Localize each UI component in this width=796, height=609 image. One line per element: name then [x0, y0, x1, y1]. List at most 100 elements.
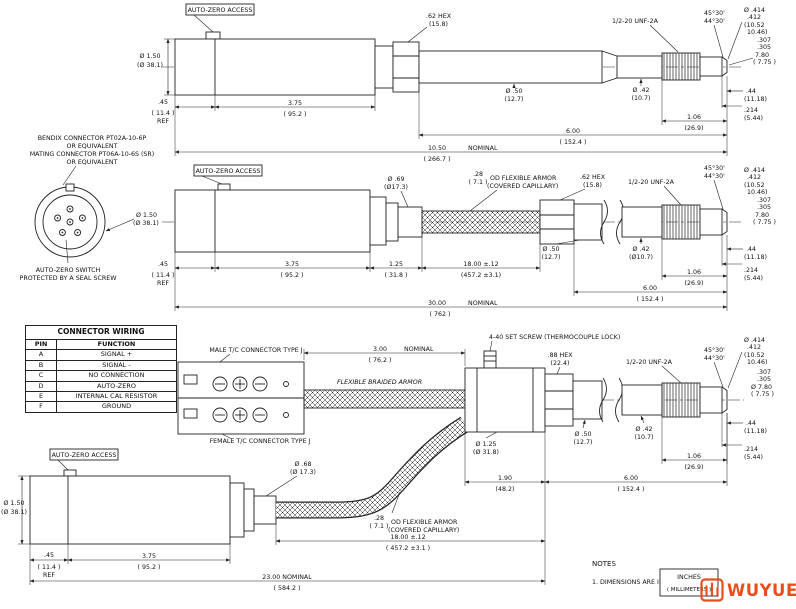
connector-note-4: OR EQUIVALENT — [67, 159, 118, 166]
tc-blade — [183, 374, 198, 385]
v3-thread-spec: 1/2-20 UNF-2A — [626, 359, 673, 366]
v2-nominal: NOMINAL — [468, 300, 498, 307]
pin-cell: B — [25, 359, 57, 372]
view1-rigid-transducer: AUTO-ZERO ACCESS Ø 1.50 (Ø 38.1) .62 HEX… — [137, 3, 776, 163]
v1-len44-mm: (11.18) — [744, 96, 767, 103]
logo-icon — [700, 578, 724, 602]
v3-len106-mm: (26.9) — [685, 464, 704, 471]
v4-ref45-in: .45 — [44, 552, 54, 559]
function-cell: GROUND — [56, 401, 177, 413]
v2-armor-od-in: .28 — [473, 171, 483, 178]
v4-cap-dia-mm: (Ø 17.3) — [290, 468, 316, 476]
v1-tip-dia-mm2: 10.46) — [747, 29, 767, 36]
v1-len106-in: 1.06 — [687, 114, 701, 121]
v1-len44-in: .44 — [746, 88, 756, 95]
v1-auto-zero-label: AUTO-ZERO ACCESS — [188, 7, 253, 14]
table-row: D AUTO-ZERO — [25, 380, 177, 392]
v1-dia42-in: Ø .42 — [633, 86, 650, 94]
v3-hex88-in: .88 HEX — [547, 352, 573, 359]
table-row: A SIGNAL + — [25, 349, 177, 361]
v2-dia50-mm: (12.7) — [542, 254, 561, 261]
function-cell: INTERNAL CAL RESISTOR — [56, 390, 177, 403]
v3-stem-large — [572, 380, 603, 420]
view3-tc-assembly: MALE T/C CONNECTOR TYPE J FEMALE T/C CON… — [177, 334, 774, 493]
v1-body-dia-mm: (Ø 38.1) — [137, 61, 163, 69]
v4-armor-len-mm: ( 457.2 ±3.1 ) — [386, 545, 430, 552]
v2-len600-in: 6.00 — [643, 285, 657, 292]
v2-tip-dia-1: Ø .414 — [744, 166, 765, 174]
pin-cell: D — [25, 380, 57, 392]
view2-flex-transducer: AUTO-ZERO ACCESS Ø .69 (Ø17.3) .28 ( 7.1… — [152, 164, 776, 318]
v1-angle-upper: 45°30' — [704, 9, 725, 17]
v2-armor-len-mm: (457.2 ±3.1) — [461, 272, 501, 279]
v4-overall-mm: ( 584.2 ) — [274, 585, 301, 592]
v3-thread — [661, 382, 701, 418]
v3-dia50-in: Ø .50 — [575, 430, 592, 438]
v2-overall-in: 30.00 — [428, 300, 446, 307]
v1-len600-in: 6.00 — [566, 128, 580, 135]
v1-thread-spec: 1/2-20 UNF-2A — [612, 18, 659, 25]
v3-len190-mm: (48.2) — [496, 486, 515, 493]
v2-armor-len-in: 18.00 ±.12 — [463, 261, 498, 268]
v1-tip — [699, 56, 723, 77]
v3-head-dia-mm: (Ø 31.8) — [473, 448, 499, 456]
v2-armor-od-txt: OD FLEXIBLE ARMOR — [490, 175, 557, 182]
v2-ref45-in: .45 — [158, 261, 168, 268]
v3-len600-in: 6.00 — [624, 475, 638, 482]
units-primary: INCHES — [677, 574, 701, 581]
v2-angle-upper: 45°30' — [704, 164, 725, 172]
braided-armor — [303, 389, 466, 409]
v2-len214-in: .214 — [744, 267, 758, 274]
v4-armor-od-txt: OD FLEXIBLE ARMOR — [391, 519, 458, 526]
function-cell: SIGNAL - — [56, 359, 177, 372]
v1-len214-in: .214 — [744, 107, 758, 114]
v1-thread — [661, 52, 701, 81]
v3-angle-upper: 45°30' — [704, 346, 725, 354]
tc-terminals — [212, 376, 289, 423]
notes-title: NOTES — [592, 560, 616, 568]
notes-block: NOTES 1. DIMENSIONS ARE IN INCHES ( MILL… — [592, 560, 719, 597]
v2-angle-lower: 44°30' — [704, 172, 725, 180]
tc-blade — [183, 408, 198, 419]
auto-zero-label-box — [193, 164, 263, 177]
v1-body-dia-in: Ø 1.50 — [140, 52, 161, 60]
v2-tip-dia-mm2: 10.46) — [747, 189, 767, 196]
v4-armor-od-mm: ( 7.1 ) — [370, 523, 389, 530]
v2-cap-dia-in: Ø .69 — [388, 175, 405, 183]
v4-armor-len-in: 18.00 ±.12 — [390, 534, 425, 541]
v2-len106-mm: (26.9) — [685, 280, 704, 287]
v2-armor-od-txt2: (COVERED CAPILLARY) — [487, 183, 558, 190]
v3-dia42-in: Ø .42 — [636, 425, 653, 433]
v4-body-dia-mm: (Ø 38.1) — [1, 508, 27, 516]
v2-cap — [397, 206, 423, 238]
v1-overall-mm: ( 266.7 ) — [424, 156, 451, 163]
v2-len375-in: 3.75 — [285, 261, 299, 268]
v1-hex-nut — [392, 41, 420, 93]
v1-seat-1: .307 — [757, 37, 771, 44]
v4-flexible-armor — [276, 417, 469, 518]
braided-armor-label: FLEXIBLE BRAIDED ARMOR — [337, 379, 422, 386]
v1-seat-mm2: ( 7.75 ) — [753, 59, 776, 66]
v1-stem-small — [616, 55, 663, 79]
v2-stem-large — [573, 203, 603, 241]
v1-len600-mm: ( 152.4 ) — [560, 139, 587, 146]
pin-cell: A — [25, 349, 57, 361]
v2-len125-in: 1.25 — [389, 261, 403, 268]
v3-seat-2: .305 — [757, 376, 771, 383]
v1-stem-large — [418, 50, 603, 84]
v3-nominal: NOMINAL — [404, 346, 434, 353]
v2-len125-mm: ( 31.8 ) — [385, 272, 408, 279]
v3-tip-dia-1: Ø .414 — [744, 336, 765, 344]
v2-dia42-mm: (Ø10.7) — [629, 253, 653, 261]
break-line — [615, 377, 623, 423]
v3-tip-dia-mm1: (10.52 — [744, 352, 764, 359]
units-secondary: ( MILLIMETERS ) — [667, 587, 711, 593]
v1-auto-zero-port — [205, 31, 221, 40]
notes-item-1: 1. DIMENSIONS ARE IN — [592, 579, 664, 586]
wiring-col-pin: PIN — [25, 338, 57, 351]
table-row: E INTERNAL CAL RESISTOR — [25, 390, 177, 403]
v2-seat-mm2: ( 7.75 ) — [753, 219, 776, 226]
v4-body-dia-in: Ø 1.50 — [4, 499, 25, 507]
v4-auto-zero-label: AUTO-ZERO ACCESS — [52, 452, 117, 459]
